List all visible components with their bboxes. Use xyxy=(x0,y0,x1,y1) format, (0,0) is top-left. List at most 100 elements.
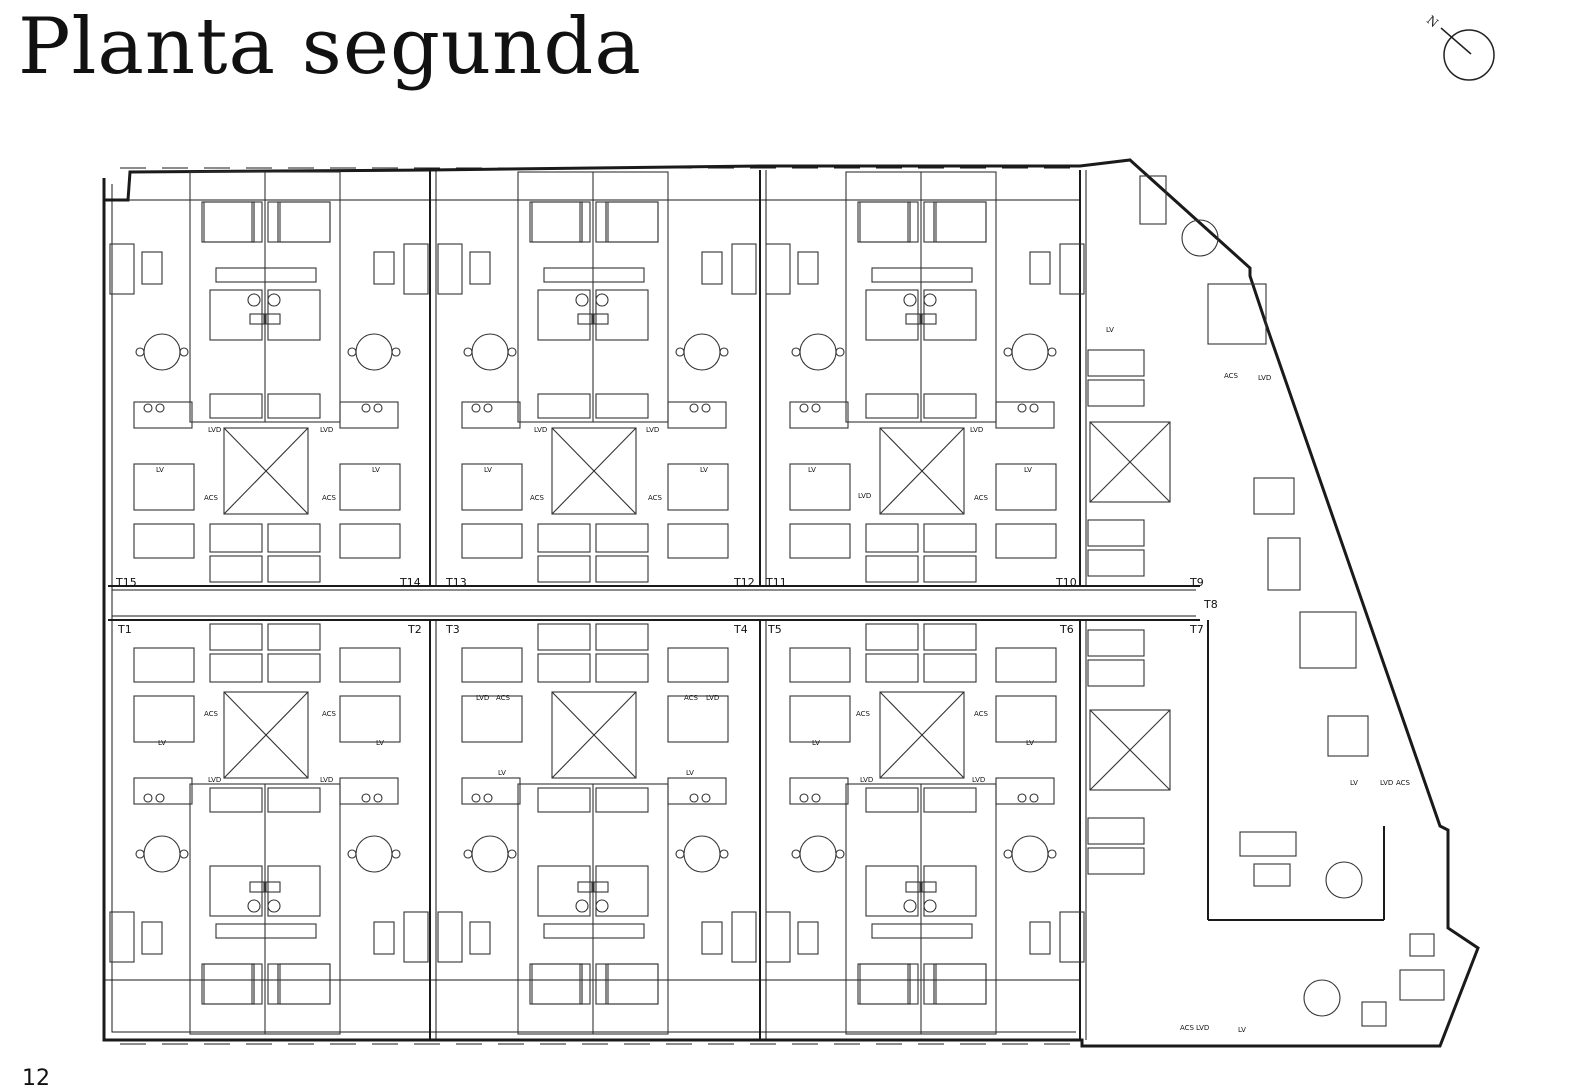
stove xyxy=(1029,793,1039,803)
balcony xyxy=(1207,283,1267,345)
north-arrow-icon: N xyxy=(1425,14,1495,81)
laundry xyxy=(789,695,851,743)
dining-table xyxy=(471,835,509,873)
utility xyxy=(339,647,401,683)
laundry xyxy=(995,463,1057,511)
bed xyxy=(1087,817,1145,845)
stove xyxy=(373,403,383,413)
unit-label: T9 xyxy=(1189,576,1204,589)
core-cross xyxy=(879,691,965,779)
bed xyxy=(865,623,919,651)
utility xyxy=(789,647,851,683)
chair xyxy=(135,347,145,357)
chair xyxy=(675,347,685,357)
unit-label: T8 xyxy=(1203,598,1218,611)
stove xyxy=(361,403,371,413)
kitchen-counter xyxy=(789,401,849,429)
bathroom xyxy=(537,289,591,341)
bed xyxy=(267,555,321,583)
dining-table xyxy=(1011,333,1049,371)
bed xyxy=(923,555,977,583)
room-tag-lvd: LVD xyxy=(320,426,333,434)
washbasin xyxy=(267,293,281,307)
washbasin xyxy=(903,293,917,307)
bed xyxy=(923,623,977,651)
room-tag-lv: LV xyxy=(1024,466,1032,474)
washbasin xyxy=(247,899,261,913)
sofa xyxy=(437,911,463,963)
stove xyxy=(799,403,809,413)
unit-label: T11 xyxy=(765,576,787,589)
unit-label: T12 xyxy=(733,576,755,589)
room-tag-lv: LV xyxy=(812,739,820,747)
stair-core xyxy=(879,427,965,515)
outer-wall xyxy=(102,158,1480,1048)
stove xyxy=(689,793,699,803)
bed xyxy=(267,393,321,419)
apartment-module xyxy=(765,623,1085,1035)
bed xyxy=(529,963,583,1005)
unit-label: T14 xyxy=(399,576,421,589)
sofa xyxy=(731,911,757,963)
nightstand xyxy=(595,201,607,243)
stove xyxy=(701,403,711,413)
core-cross xyxy=(223,427,309,515)
dining-table xyxy=(1303,979,1341,1017)
unit-label: T10 xyxy=(1055,576,1077,589)
nightstand xyxy=(923,201,935,243)
room-tag-lvd: LVD xyxy=(208,426,221,434)
chair xyxy=(1047,849,1057,859)
chair xyxy=(1003,347,1013,357)
laundry xyxy=(133,463,195,511)
laundry xyxy=(339,695,401,743)
toilet xyxy=(249,313,265,325)
washbasin xyxy=(903,899,917,913)
bed xyxy=(537,623,591,651)
bed xyxy=(201,201,255,243)
nightstand xyxy=(251,201,263,243)
chair xyxy=(791,347,801,357)
utility xyxy=(667,647,729,683)
room-tag-lv: LV xyxy=(1238,1026,1246,1034)
kitchen-counter xyxy=(995,401,1055,429)
room-tag-acs: ACS xyxy=(648,494,663,502)
nightstand xyxy=(907,201,919,243)
room-tag-lv: LV xyxy=(376,739,384,747)
bed xyxy=(209,523,263,553)
stove xyxy=(471,793,481,803)
bed xyxy=(531,963,583,1005)
unit-label: T7 xyxy=(1189,623,1204,636)
laundry xyxy=(133,695,195,743)
room-tag-acs: ACS xyxy=(322,710,337,718)
kitchen-counter xyxy=(339,401,399,429)
bed xyxy=(267,787,321,813)
nightstand xyxy=(907,963,919,1005)
coffee-table xyxy=(797,251,819,285)
bed xyxy=(1087,847,1145,875)
stove xyxy=(373,793,383,803)
kitchen-counter xyxy=(133,401,193,429)
kitchen-counter xyxy=(667,777,727,805)
bed xyxy=(537,653,591,683)
room-tag-lvd: LVD xyxy=(972,776,985,784)
bed xyxy=(1087,349,1145,377)
room-tag-acs: ACS xyxy=(204,710,219,718)
unit-label: T1 xyxy=(117,623,132,636)
bed xyxy=(1087,629,1145,657)
toilet xyxy=(921,313,937,325)
bed xyxy=(1087,549,1145,577)
room-tag-lvd: LVD xyxy=(320,776,333,784)
room-tag-lvd: LVD xyxy=(858,492,871,500)
stair-core xyxy=(223,427,309,515)
page-number: 12 xyxy=(22,1066,50,1091)
kitchen-counter xyxy=(461,777,521,805)
bed xyxy=(267,653,321,683)
bathroom xyxy=(267,865,321,917)
room-tag-lv: LV xyxy=(498,769,506,777)
toilet xyxy=(577,881,593,893)
bathroom xyxy=(595,865,649,917)
apartment-module xyxy=(765,171,1085,583)
bed xyxy=(209,787,263,813)
toilet xyxy=(249,881,265,893)
utility xyxy=(789,523,851,559)
